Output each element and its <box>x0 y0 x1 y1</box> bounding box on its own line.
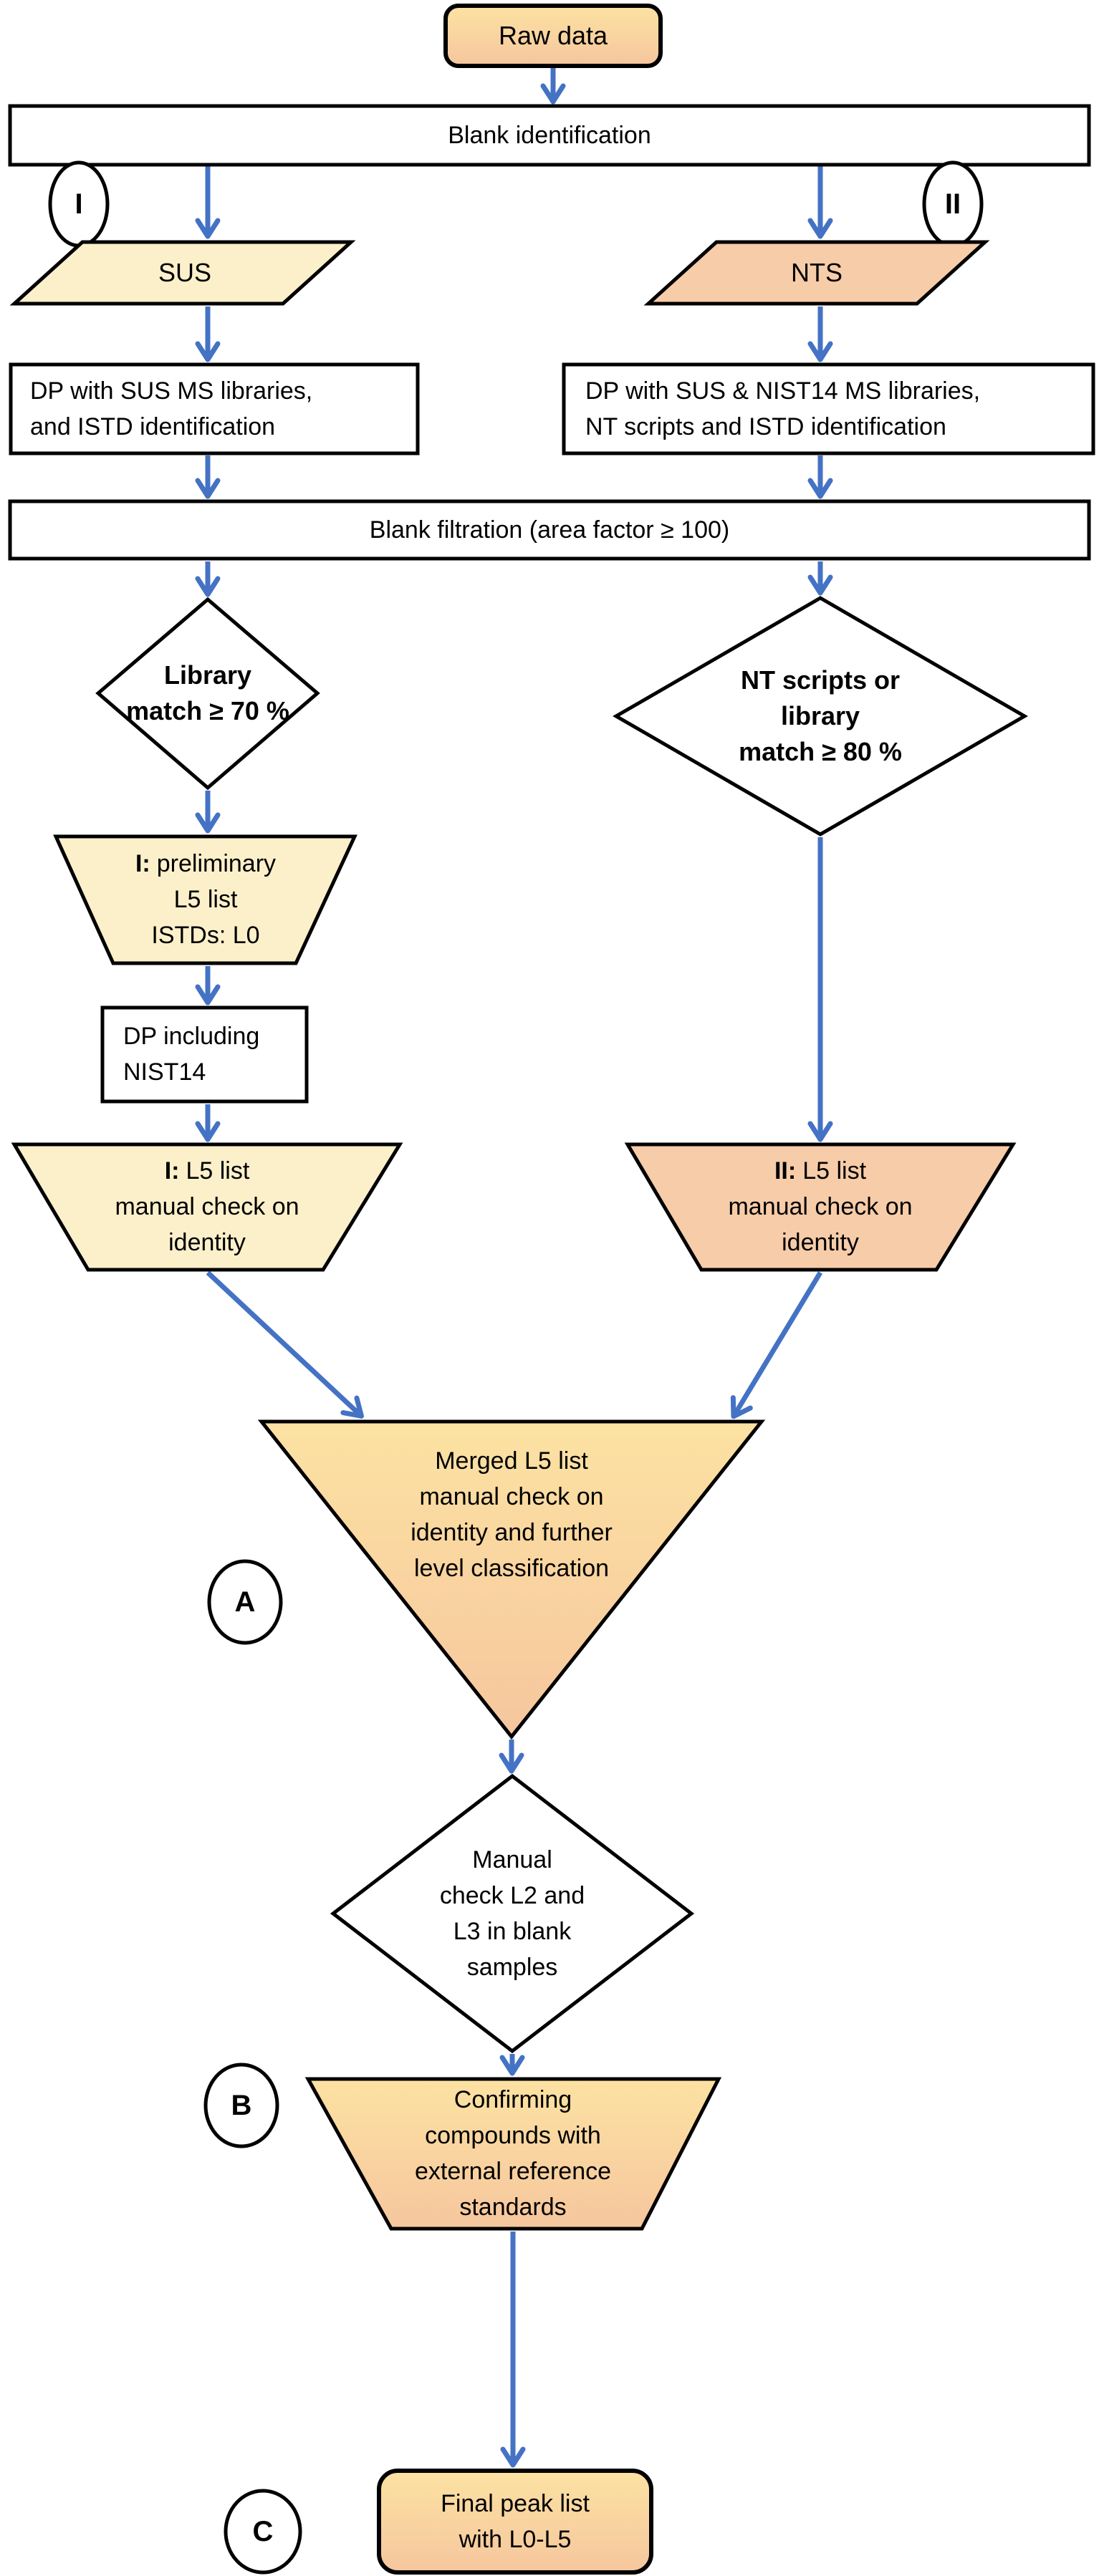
sus-parallelogram <box>9 240 356 306</box>
branch-ii-label: II <box>944 188 961 220</box>
merged-l5-line2: manual check on <box>419 1483 604 1510</box>
dp-sus-label: DP with SUS MS libraries, and ISTD ident… <box>30 373 312 445</box>
branch-i-label: I <box>75 188 83 220</box>
l5-list-i-label: I:L5 list manual check on identity <box>115 1153 299 1260</box>
confirming-line1: Confirming <box>453 2086 572 2113</box>
l5-list-ii-line3: identity <box>782 1229 859 1256</box>
step-b-label: B <box>231 2090 252 2121</box>
l5-list-i-prefix: I: <box>164 1157 180 1185</box>
dp-sus-box <box>9 362 420 455</box>
flow-arrows <box>195 67 833 2468</box>
dp-nist14-label: DP including NIST14 <box>123 1018 259 1090</box>
merged-l5-line3: identity and further <box>411 1519 613 1546</box>
l5-list-ii-trapezoid <box>624 1142 1017 1272</box>
dp-nist14-box <box>100 1005 309 1104</box>
dp-nts-box <box>562 362 1095 455</box>
nt-match-line2: library <box>780 701 860 730</box>
nt-match-diamond <box>613 596 1028 836</box>
final-peak-label: Final peak list with L0-L5 <box>441 2486 590 2557</box>
manual-check-line3: L3 in blank <box>453 1918 572 1945</box>
nt-match-label: NT scripts or library match ≥ 80 % <box>739 662 902 770</box>
step-c-circle <box>224 2489 302 2575</box>
dp-nist14-line2: NIST14 <box>123 1058 206 1086</box>
nts-parallelogram <box>643 240 990 306</box>
manual-check-line4: samples <box>466 1954 558 1981</box>
library-match-diamond <box>95 597 320 791</box>
final-peak-line1: Final peak list <box>441 2490 590 2517</box>
l5-list-ii-prefix: II: <box>774 1157 797 1185</box>
confirming-line2: compounds with <box>425 2122 601 2149</box>
preliminary-l5-trapezoid <box>53 834 357 965</box>
preliminary-l5-prefix: I: <box>135 850 150 877</box>
confirming-line3: external reference <box>414 2158 612 2185</box>
nts-label: NTS <box>791 258 843 287</box>
preliminary-l5-label: I:preliminary L5 list ISTDs: L0 <box>135 846 276 953</box>
preliminary-l5-line3: ISTDs: L0 <box>151 922 260 949</box>
library-match-line1: Library <box>163 660 252 690</box>
arrow-l5i-to-merged <box>206 1270 364 1419</box>
nt-match-line1: NT scripts or <box>740 665 901 695</box>
final-peak-box <box>377 2469 653 2575</box>
raw-data-label: Raw data <box>498 21 608 50</box>
preliminary-l5-rest: preliminary <box>156 850 277 877</box>
blank-identification-label: Blank identification <box>448 122 651 149</box>
l5-list-ii-line2: manual check on <box>728 1193 913 1220</box>
nt-match-line3: match ≥ 80 % <box>739 737 902 766</box>
merged-l5-triangle <box>257 1419 766 1740</box>
manual-check-diamond <box>330 1773 695 2054</box>
dp-sus-line2: and ISTD identification <box>30 413 276 440</box>
step-b-circle <box>203 2063 279 2148</box>
sus-label: SUS <box>158 258 212 287</box>
blank-identification-shape <box>8 104 1091 167</box>
library-match-label: Library match ≥ 70 % <box>126 657 289 729</box>
manual-check-line1: Manual <box>472 1846 552 1873</box>
step-a-circle <box>207 1559 283 1645</box>
step-c-label: C <box>252 2516 274 2547</box>
manual-check-line2: check L2 and <box>439 1882 585 1909</box>
dp-sus-line1: DP with SUS MS libraries, <box>30 377 313 405</box>
step-a-label: A <box>234 1586 256 1618</box>
l5-list-i-trapezoid <box>11 1142 403 1272</box>
l5-list-i-line1: I:L5 list <box>115 1153 299 1189</box>
preliminary-l5-line1: I:preliminary <box>135 846 276 882</box>
l5-list-ii-line1: II:L5 list <box>728 1153 912 1189</box>
blank-filtration-label: Blank filtration (area factor ≥ 100) <box>369 516 730 544</box>
blank-filtration-shape <box>8 499 1091 561</box>
dp-nts-line1: DP with SUS & NIST14 MS libraries, <box>585 377 981 405</box>
confirming-trapezoid <box>304 2077 722 2231</box>
confirming-line4: standards <box>459 2194 567 2221</box>
preliminary-l5-line2: L5 list <box>173 886 238 913</box>
dp-nist14-line1: DP including <box>123 1023 260 1050</box>
l5-list-i-line2: manual check on <box>115 1193 299 1220</box>
l5-list-i-rest: L5 list <box>186 1157 250 1185</box>
dp-nts-label: DP with SUS & NIST14 MS libraries, NT sc… <box>585 373 980 445</box>
l5-list-i-line3: identity <box>168 1229 246 1256</box>
arrow-l5ii-to-merged <box>730 1271 822 1419</box>
merged-l5-line4: level classification <box>413 1555 610 1582</box>
l5-list-ii-label: II:L5 list manual check on identity <box>728 1153 912 1260</box>
raw-data-shape <box>443 4 663 68</box>
final-peak-line2: with L0-L5 <box>459 2526 572 2553</box>
dp-nts-line2: NT scripts and ISTD identification <box>585 413 946 440</box>
manual-check-label: Manual check L2 and L3 in blank samples <box>440 1842 585 1985</box>
merged-l5-label: Merged L5 list manual check on identity … <box>411 1443 613 1586</box>
l5-list-ii-rest: L5 list <box>802 1157 867 1185</box>
confirming-label: Confirming compounds with external refer… <box>415 2082 611 2225</box>
merged-l5-line1: Merged L5 list <box>435 1447 588 1475</box>
library-match-line2: match ≥ 70 % <box>126 696 289 725</box>
